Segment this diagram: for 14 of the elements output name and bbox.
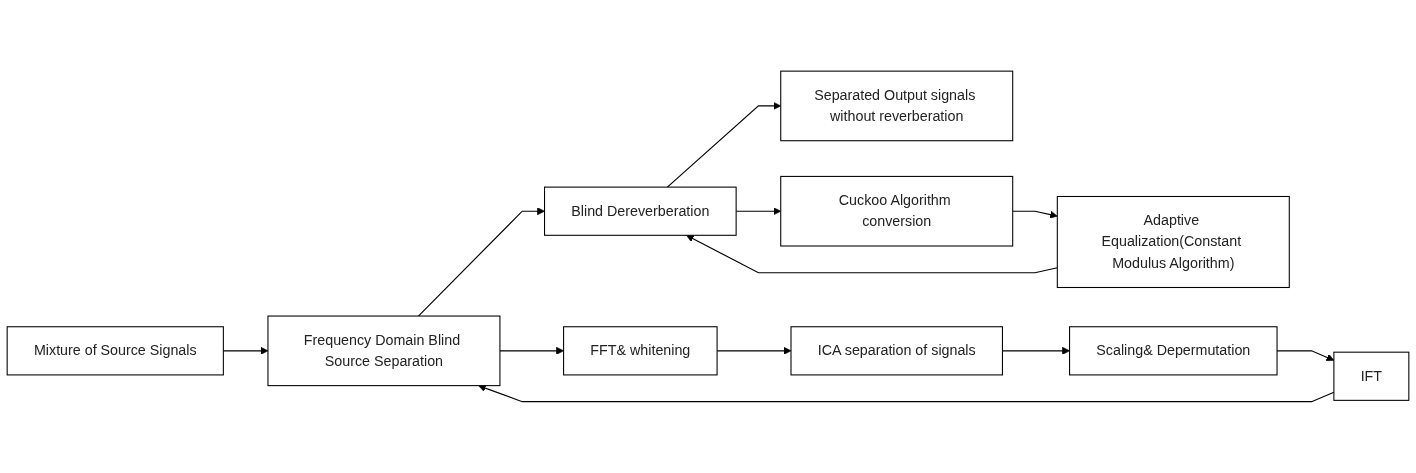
arrow bbox=[1012, 210, 1058, 219]
arrow bbox=[499, 347, 564, 355]
node-box: Scaling& Depermutation bbox=[1069, 326, 1278, 376]
node-box: Frequency Domain Blind Source Separation bbox=[267, 315, 501, 387]
node-box: ICA separation of signals bbox=[790, 326, 1003, 376]
node-box: Separated Output signals without reverberation bbox=[780, 70, 1014, 142]
arrow bbox=[686, 235, 1058, 274]
node-box: Cuckoo Algorithm conversion bbox=[780, 175, 1014, 247]
node-box: FFT& whitening bbox=[563, 326, 718, 376]
arrow bbox=[417, 207, 545, 317]
node-box: Blind Dereverberation bbox=[544, 186, 737, 236]
node-box: Adaptive Equalization(Constant Modulus Algorithm) bbox=[1056, 196, 1290, 289]
node-box: IFT bbox=[1333, 351, 1410, 401]
node-box: Mixture of Source Signals bbox=[6, 326, 224, 376]
